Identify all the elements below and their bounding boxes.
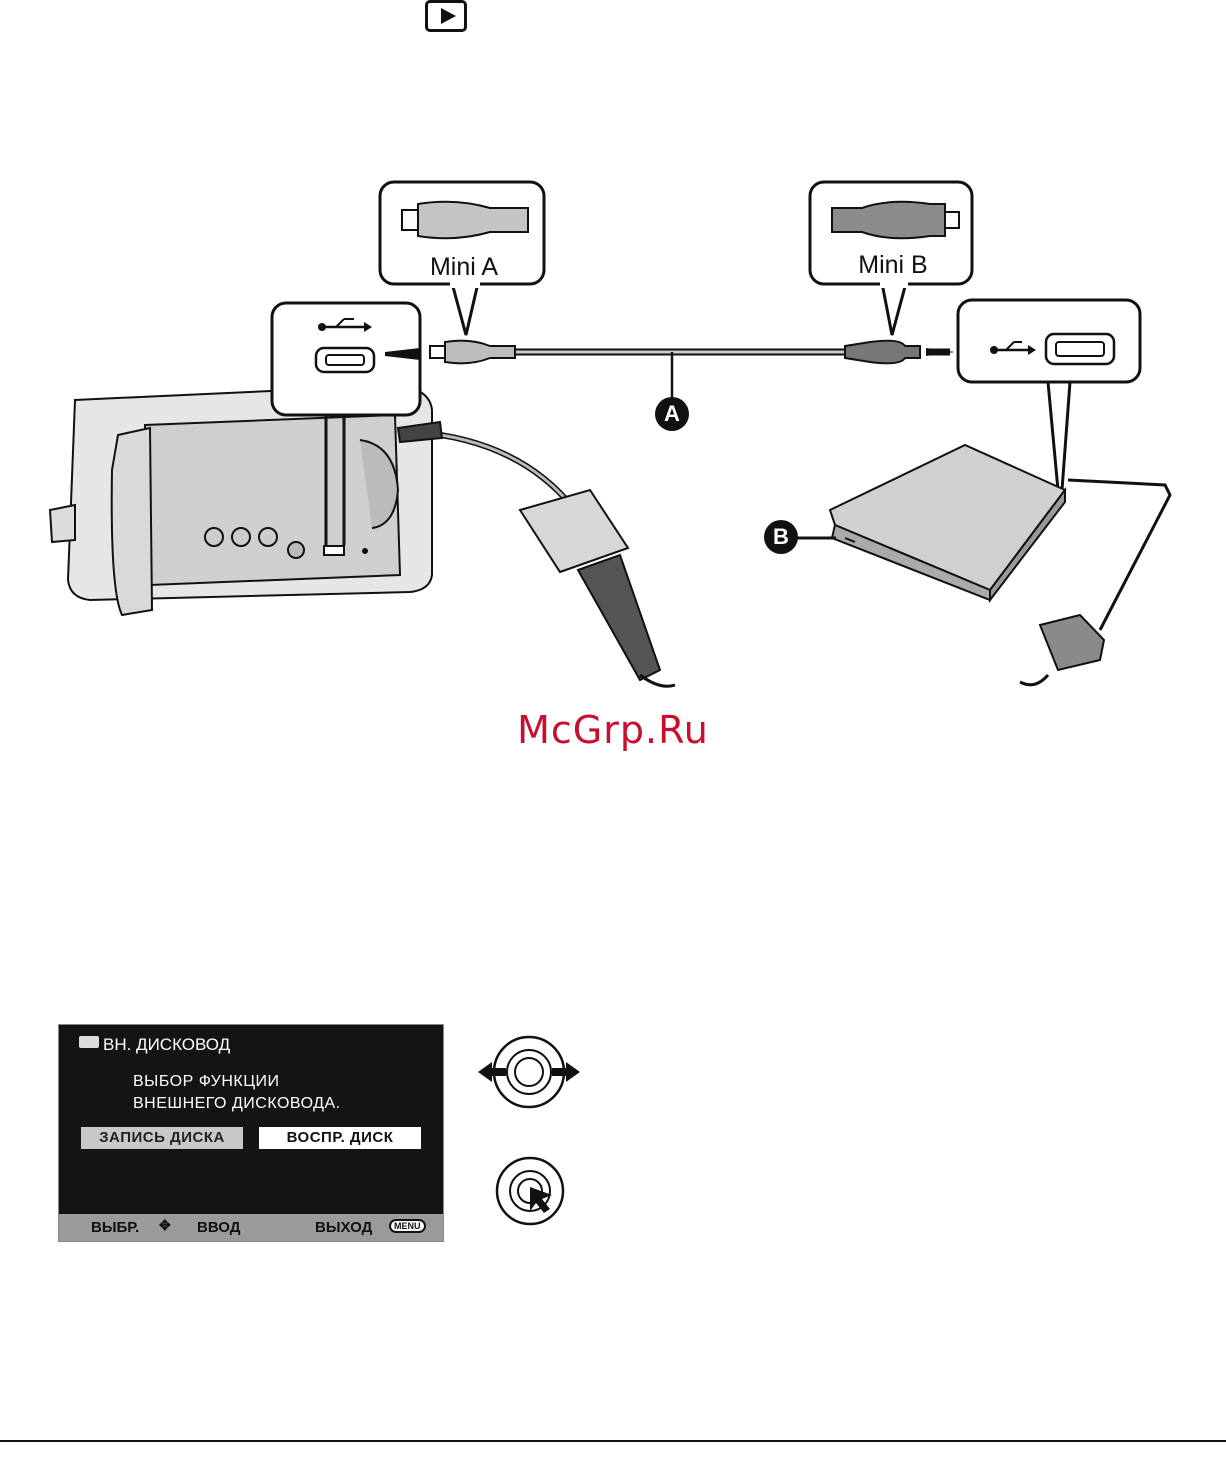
menu-badge: MENU	[389, 1219, 426, 1233]
footer-exit: ВЫХОД	[315, 1219, 372, 1236]
mini-b-label: Mini B	[812, 251, 974, 280]
play-disc-button[interactable]: ВОСПР. ДИСК	[259, 1127, 421, 1149]
footer-enter: ВВОД	[197, 1219, 240, 1236]
screen-title: ВН. ДИСКОВОД	[103, 1035, 230, 1055]
screen-footer: ВЫБР. ✥ ВВОД ВЫХОД MENU	[59, 1214, 443, 1241]
record-disc-button[interactable]: ЗАПИСЬ ДИСКА	[81, 1127, 243, 1149]
external-drive-screen: ВН. ДИСКОВОД ВЫБОР ФУНКЦИИ ВНЕШНЕГО ДИСК…	[58, 1024, 444, 1242]
connection-diagram	[0, 170, 1226, 700]
mini-b-area: Mini B	[812, 251, 974, 281]
footer-select: ВЫБР.	[91, 1219, 139, 1236]
marker-b: B	[764, 520, 798, 554]
mini-a-label: Mini A	[382, 253, 546, 282]
joystick-press-icon	[494, 1155, 566, 1227]
screen-message: ВЫБОР ФУНКЦИИ ВНЕШНЕГО ДИСКОВОДА.	[133, 1071, 341, 1115]
play-mode-icon	[425, 0, 467, 32]
joystick-left-right-icon	[474, 1032, 584, 1112]
camcorder	[50, 385, 432, 615]
external-drive-icon	[79, 1036, 99, 1048]
marker-a: A	[655, 397, 689, 431]
message-line-2: ВНЕШНЕГО ДИСКОВОДА.	[133, 1093, 341, 1115]
mini-a-area: Mini A	[382, 253, 546, 283]
external-dvd-drive	[830, 445, 1065, 600]
joystick-mini-icon: ✥	[159, 1217, 171, 1234]
bottom-rule	[0, 1440, 1226, 1442]
message-line-1: ВЫБОР ФУНКЦИИ	[133, 1071, 341, 1093]
watermark: McGrp.Ru	[0, 708, 1226, 752]
